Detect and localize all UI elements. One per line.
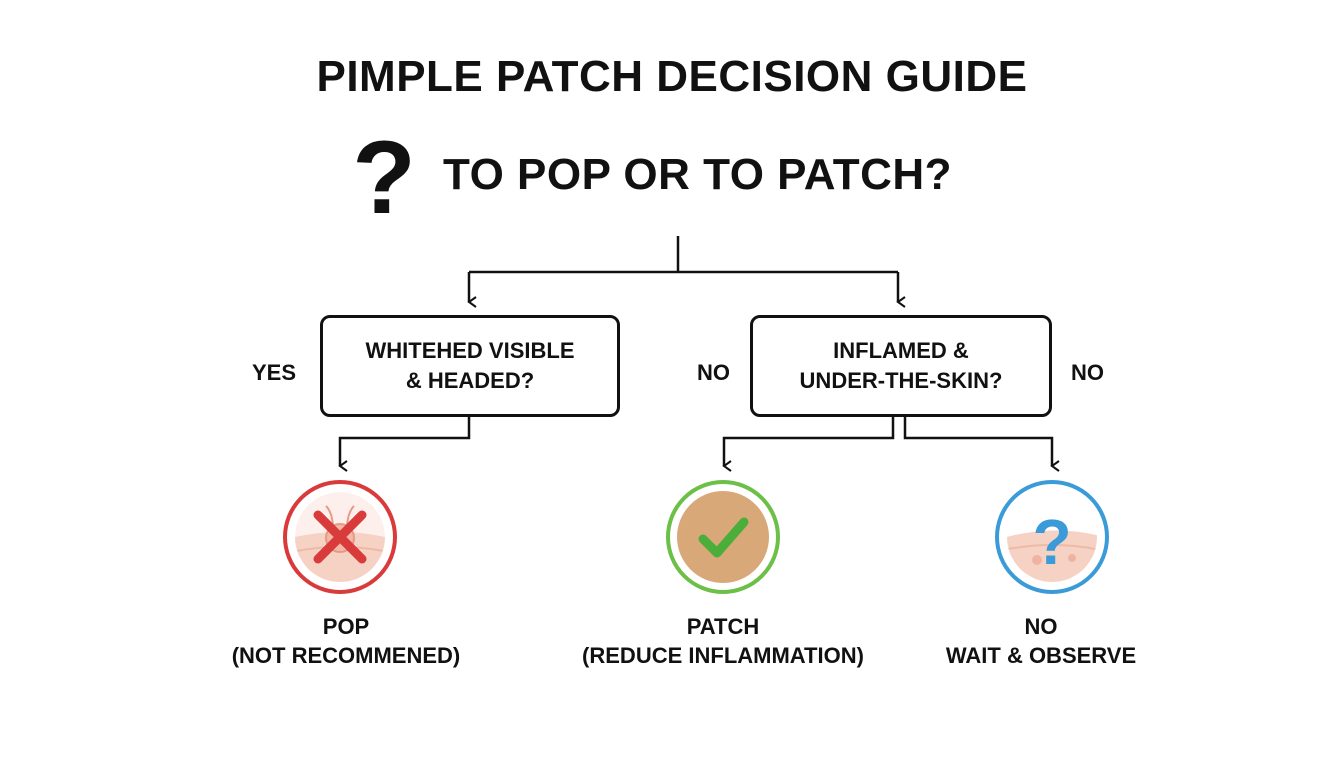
arrow-to-patch bbox=[722, 417, 895, 472]
decision-inflamed: INFLAMED & UNDER-THE-SKIN? bbox=[750, 315, 1052, 417]
main-question: TO POP OR TO PATCH? bbox=[443, 150, 953, 199]
question-mark-icon: ? bbox=[352, 120, 416, 236]
outcome-pop-subtitle: (NOT RECOMMENED) bbox=[231, 643, 461, 668]
decision-whitehead-line-1: WHITEHED VISIBLE bbox=[365, 338, 575, 363]
skin-cross-icon bbox=[283, 480, 397, 594]
outcome-wait: NO WAIT & OBSERVE bbox=[881, 612, 1201, 670]
arrow-to-wait bbox=[903, 417, 1060, 472]
label-yes: YES bbox=[252, 360, 297, 385]
outcome-wait-subtitle: WAIT & OBSERVE bbox=[945, 643, 1137, 668]
label-no-right: NO bbox=[1071, 360, 1104, 385]
outcome-patch: PATCH (REDUCE INFLAMMATION) bbox=[563, 612, 883, 670]
label-no-left: NO bbox=[697, 360, 730, 385]
outcome-wait-title: NO bbox=[1024, 614, 1058, 639]
decision-whitehead: WHITEHED VISIBLE & HEADED? bbox=[320, 315, 620, 417]
arrow-to-pop bbox=[338, 417, 471, 472]
outcome-pop: POP (NOT RECOMMENED) bbox=[186, 612, 506, 670]
outcome-patch-subtitle: (REDUCE INFLAMMATION) bbox=[582, 643, 864, 668]
patch-check-icon bbox=[666, 480, 780, 594]
outcome-patch-title: PATCH bbox=[686, 614, 760, 639]
skin-question-icon: ? bbox=[995, 480, 1109, 594]
decision-inflamed-line-1: INFLAMED & bbox=[833, 338, 969, 363]
page-title: PIMPLE PATCH DECISION GUIDE bbox=[316, 52, 1028, 101]
outcome-pop-title: POP bbox=[322, 614, 370, 639]
decision-inflamed-line-2: UNDER-THE-SKIN? bbox=[799, 368, 1003, 393]
svg-text:?: ? bbox=[1032, 506, 1071, 578]
decision-whitehead-line-2: & HEADED? bbox=[405, 368, 535, 393]
